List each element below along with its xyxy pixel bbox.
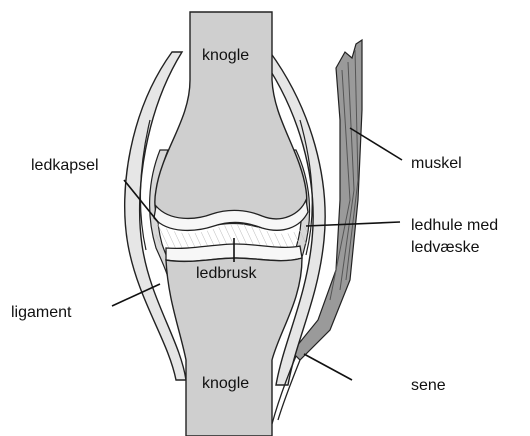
upper-bone — [155, 12, 307, 229]
label-joint-cavity-line2: ledvæske — [411, 239, 480, 256]
label-joint-capsule: ledkapsel — [31, 157, 99, 174]
label-tendon: sene — [411, 377, 446, 394]
label-ligament: ligament — [11, 304, 72, 321]
label-bone-top: knogle — [202, 47, 249, 64]
label-cartilage: ledbrusk — [196, 265, 257, 282]
label-bone-bottom: knogle — [202, 375, 249, 392]
leader-tendon — [304, 354, 352, 380]
label-muscle: muskel — [411, 155, 462, 172]
label-joint-cavity-line1: ledhule med — [411, 217, 498, 234]
